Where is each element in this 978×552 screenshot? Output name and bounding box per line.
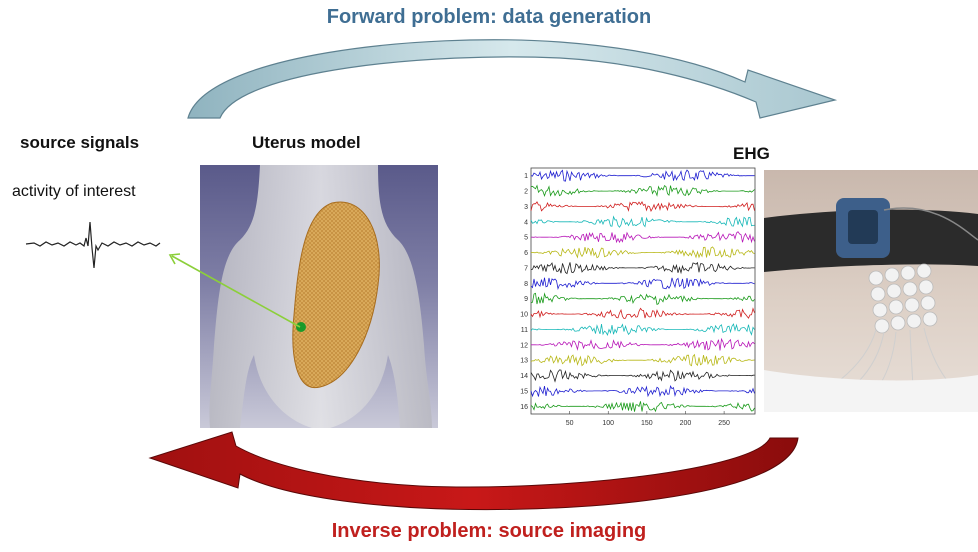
ehg-channel-trace xyxy=(530,384,755,398)
ehg-channel-trace xyxy=(530,353,755,367)
ehg-channel-trace xyxy=(530,292,755,305)
channel-label: 10 xyxy=(520,312,528,319)
x-tick-label: 100 xyxy=(602,420,614,427)
activity-label: activity of interest xyxy=(12,183,136,200)
channel-label: 9 xyxy=(524,296,528,303)
channel-label: 6 xyxy=(524,250,528,257)
plot-frame xyxy=(530,167,756,415)
inverse-problem-title: Inverse problem: source imaging xyxy=(331,520,647,542)
channel-label: 13 xyxy=(520,358,528,365)
channel-label: 1 xyxy=(524,173,528,180)
channel-label: 8 xyxy=(524,281,528,288)
x-tick-label: 50 xyxy=(566,420,574,427)
forward-arrow xyxy=(187,39,838,119)
ehg-channel-trace xyxy=(530,231,755,244)
cloth xyxy=(764,370,978,412)
ehg-label: EHG xyxy=(733,144,770,163)
uterus-shape xyxy=(292,201,380,389)
ehg-channel-trace xyxy=(531,337,755,351)
ehg-channel-trace xyxy=(530,369,755,383)
source-point xyxy=(296,322,306,332)
channel-label: 2 xyxy=(524,189,528,196)
ehg-channel-trace xyxy=(530,401,755,413)
abdomen-photo xyxy=(764,170,978,412)
channel-label: 12 xyxy=(520,342,528,349)
channel-label: 4 xyxy=(524,219,528,226)
ehg-channel-trace xyxy=(530,169,755,182)
ehg-channel-trace xyxy=(530,261,755,275)
channel-label: 15 xyxy=(520,388,528,395)
channel-label: 5 xyxy=(524,235,528,242)
x-tick-label: 250 xyxy=(718,420,730,427)
channel-label: 7 xyxy=(524,265,528,272)
uterus-model-image xyxy=(200,165,438,428)
channel-label: 16 xyxy=(520,404,528,411)
ehg-channel-trace xyxy=(530,201,755,212)
channel-label: 14 xyxy=(520,373,528,380)
ehg-channel-trace xyxy=(530,246,755,259)
ehg-channel-trace xyxy=(530,307,755,320)
ehg-channel-trace xyxy=(530,184,755,198)
x-tick-label: 200 xyxy=(680,420,692,427)
ehg-channel-trace xyxy=(530,323,755,337)
ehg-channel-trace xyxy=(530,215,755,228)
electrode-array xyxy=(868,263,938,334)
channel-label: 3 xyxy=(524,204,528,211)
inverse-arrow xyxy=(148,431,799,511)
forward-problem-title: Forward problem: data generation xyxy=(326,6,652,28)
ehg-channel-trace xyxy=(530,277,755,291)
x-tick-label: 150 xyxy=(641,420,653,427)
uterus-model-label: Uterus model xyxy=(252,133,361,152)
source-signals-label: source signals xyxy=(20,133,140,152)
channel-label: 11 xyxy=(521,327,528,334)
